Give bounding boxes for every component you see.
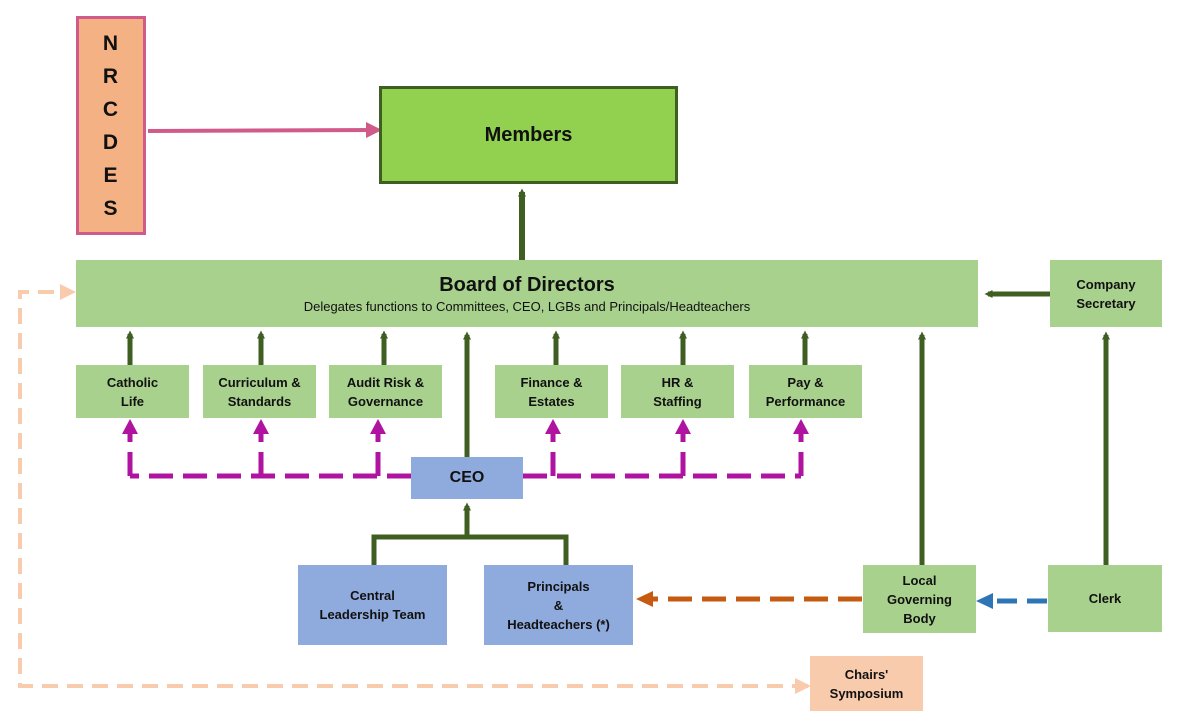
clerk-to-lgb-arrowhead: [976, 593, 993, 609]
audit-risk-governance-committee: Audit Risk & Governance: [329, 365, 442, 418]
pay-performance-committee: Pay & Performance: [749, 365, 862, 418]
leadership-to-ceo-connector: [371, 534, 569, 565]
curriculum-dashed-arrowhead: [253, 419, 269, 434]
curriculum-standards-committee: Curriculum & Standards: [203, 365, 316, 418]
to-symposium-peach-arrowhead: [795, 678, 811, 694]
clerk-box: Clerk: [1048, 565, 1162, 632]
board-symposium-dashed-loop: [18, 290, 808, 688]
ceo-box: CEO: [411, 457, 523, 499]
finance-estates-committee: Finance & Estates: [495, 365, 608, 418]
board-of-directors-box: Board of Directors Delegates functions t…: [76, 260, 978, 327]
audit-dashed-arrowhead: [370, 419, 386, 434]
board-subtitle: Delegates functions to Committees, CEO, …: [303, 298, 751, 314]
nrcdes-box: N R C D E S: [76, 16, 146, 235]
central-leadership-team-box: Central Leadership Team: [298, 565, 447, 645]
local-governing-body-box: Local Governing Body: [863, 565, 976, 633]
to-board-peach-arrowhead: [60, 284, 76, 300]
catholic-life-dashed-arrowhead: [122, 419, 138, 434]
nrcdes-to-members-arrow: [147, 122, 382, 139]
hr-dashed-arrowhead: [675, 419, 691, 434]
lgb-to-principals-arrowhead: [636, 591, 653, 607]
board-title: Board of Directors: [439, 273, 615, 296]
pay-dashed-arrowhead: [793, 419, 809, 434]
catholic-life-committee: Catholic Life: [76, 365, 189, 418]
ceo-to-left-committees-dashed: [127, 432, 411, 479]
ceo-to-right-committees-dashed: [523, 432, 804, 479]
members-box: Members: [379, 86, 678, 184]
finance-dashed-arrowhead: [545, 419, 561, 434]
principals-headteachers-box: Principals & Headteachers (*): [484, 565, 633, 645]
company-secretary-box: Company Secretary: [1050, 260, 1162, 327]
chairs-symposium-box: Chairs' Symposium: [810, 656, 923, 711]
hr-staffing-committee: HR & Staffing: [621, 365, 734, 418]
